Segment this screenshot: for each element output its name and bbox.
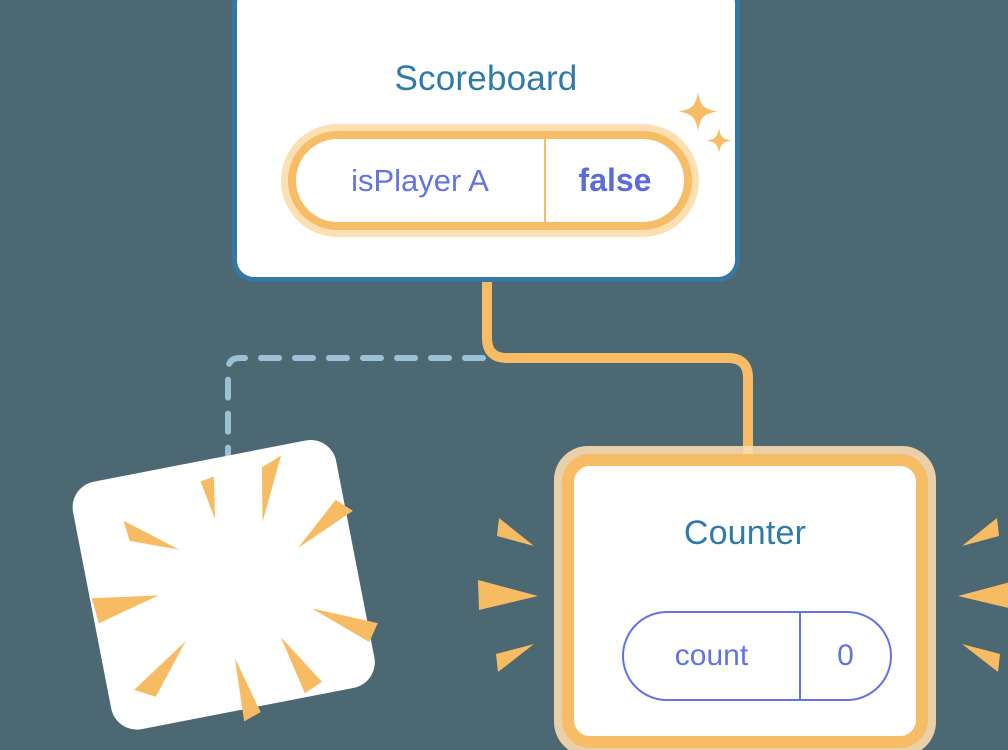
- scoreboard-state-value: false: [578, 162, 652, 198]
- burst-ray: [496, 644, 534, 672]
- sparkle-small-icon: [706, 128, 732, 153]
- sparkle-large-icon: [678, 92, 718, 131]
- connector-scoreboard-to-counter: [482, 282, 753, 460]
- burst-ray: [123, 520, 180, 550]
- burst-ray: [91, 595, 159, 624]
- scoreboard-state-key: isPlayer A: [351, 162, 489, 198]
- burst-ray: [962, 518, 999, 546]
- burst-ray: [478, 580, 538, 610]
- counter-state-value: 0: [837, 639, 854, 672]
- scoreboard-state-row[interactable]: isPlayer A false: [281, 124, 699, 237]
- burst-ray: [962, 644, 1000, 672]
- burst-ray: [298, 499, 353, 548]
- counter-state-pill[interactable]: count 0: [622, 611, 892, 701]
- blank-card[interactable]: [54, 420, 402, 750]
- counter-burst-rays-right: [958, 518, 1008, 672]
- burst-ray: [234, 658, 261, 722]
- scoreboard-title: Scoreboard: [394, 59, 578, 98]
- counter-card-surface[interactable]: Counter count 0: [562, 454, 928, 748]
- sparkle-group: [678, 92, 732, 153]
- counter-state-key: count: [674, 639, 749, 672]
- counter-title: Counter: [683, 514, 807, 552]
- scoreboard-card[interactable]: Scoreboard isPlayer A false: [232, 0, 740, 282]
- scoreboard-pill-divider: [544, 131, 546, 230]
- counter-burst-rays-left: [478, 518, 538, 672]
- counter-card[interactable]: Counter count 0: [554, 446, 936, 750]
- blank-card-burst-rays: [91, 455, 378, 722]
- burst-ray: [200, 476, 216, 520]
- scoreboard-state-pill[interactable]: isPlayer A false: [288, 131, 692, 230]
- counter-pill-divider: [799, 613, 801, 699]
- burst-ray: [958, 582, 1008, 608]
- burst-ray: [134, 641, 186, 697]
- burst-ray: [311, 608, 378, 643]
- burst-ray: [261, 455, 282, 523]
- burst-ray: [497, 518, 534, 546]
- burst-ray: [280, 636, 323, 694]
